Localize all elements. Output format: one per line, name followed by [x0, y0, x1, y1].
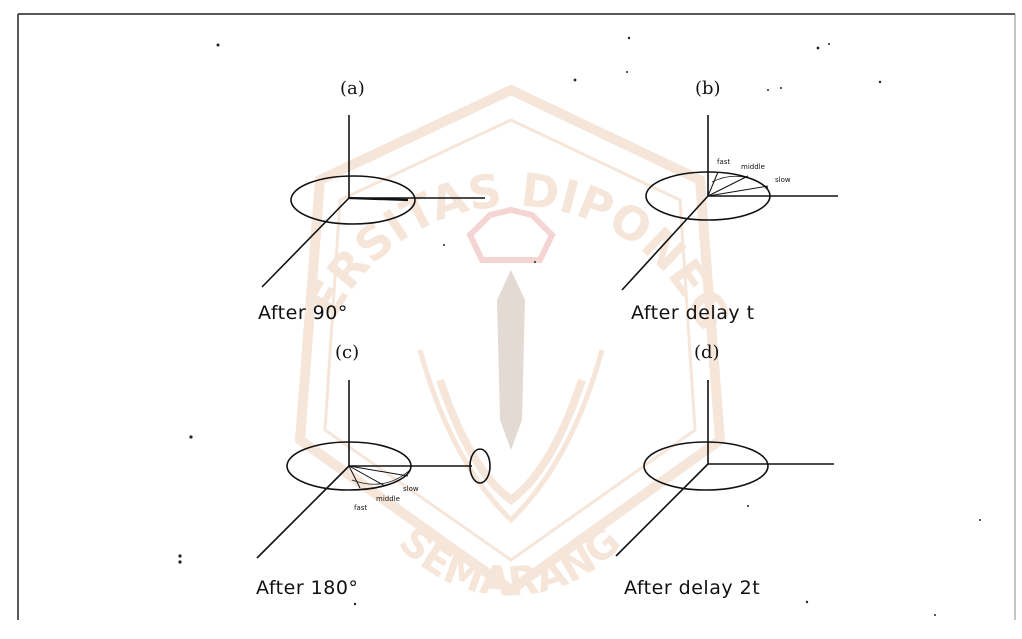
scan-noise — [0, 0, 1022, 639]
scanned-figure: UNIVERSITAS DIPONEGORO SEMARANG (a) Afte… — [0, 0, 1022, 639]
